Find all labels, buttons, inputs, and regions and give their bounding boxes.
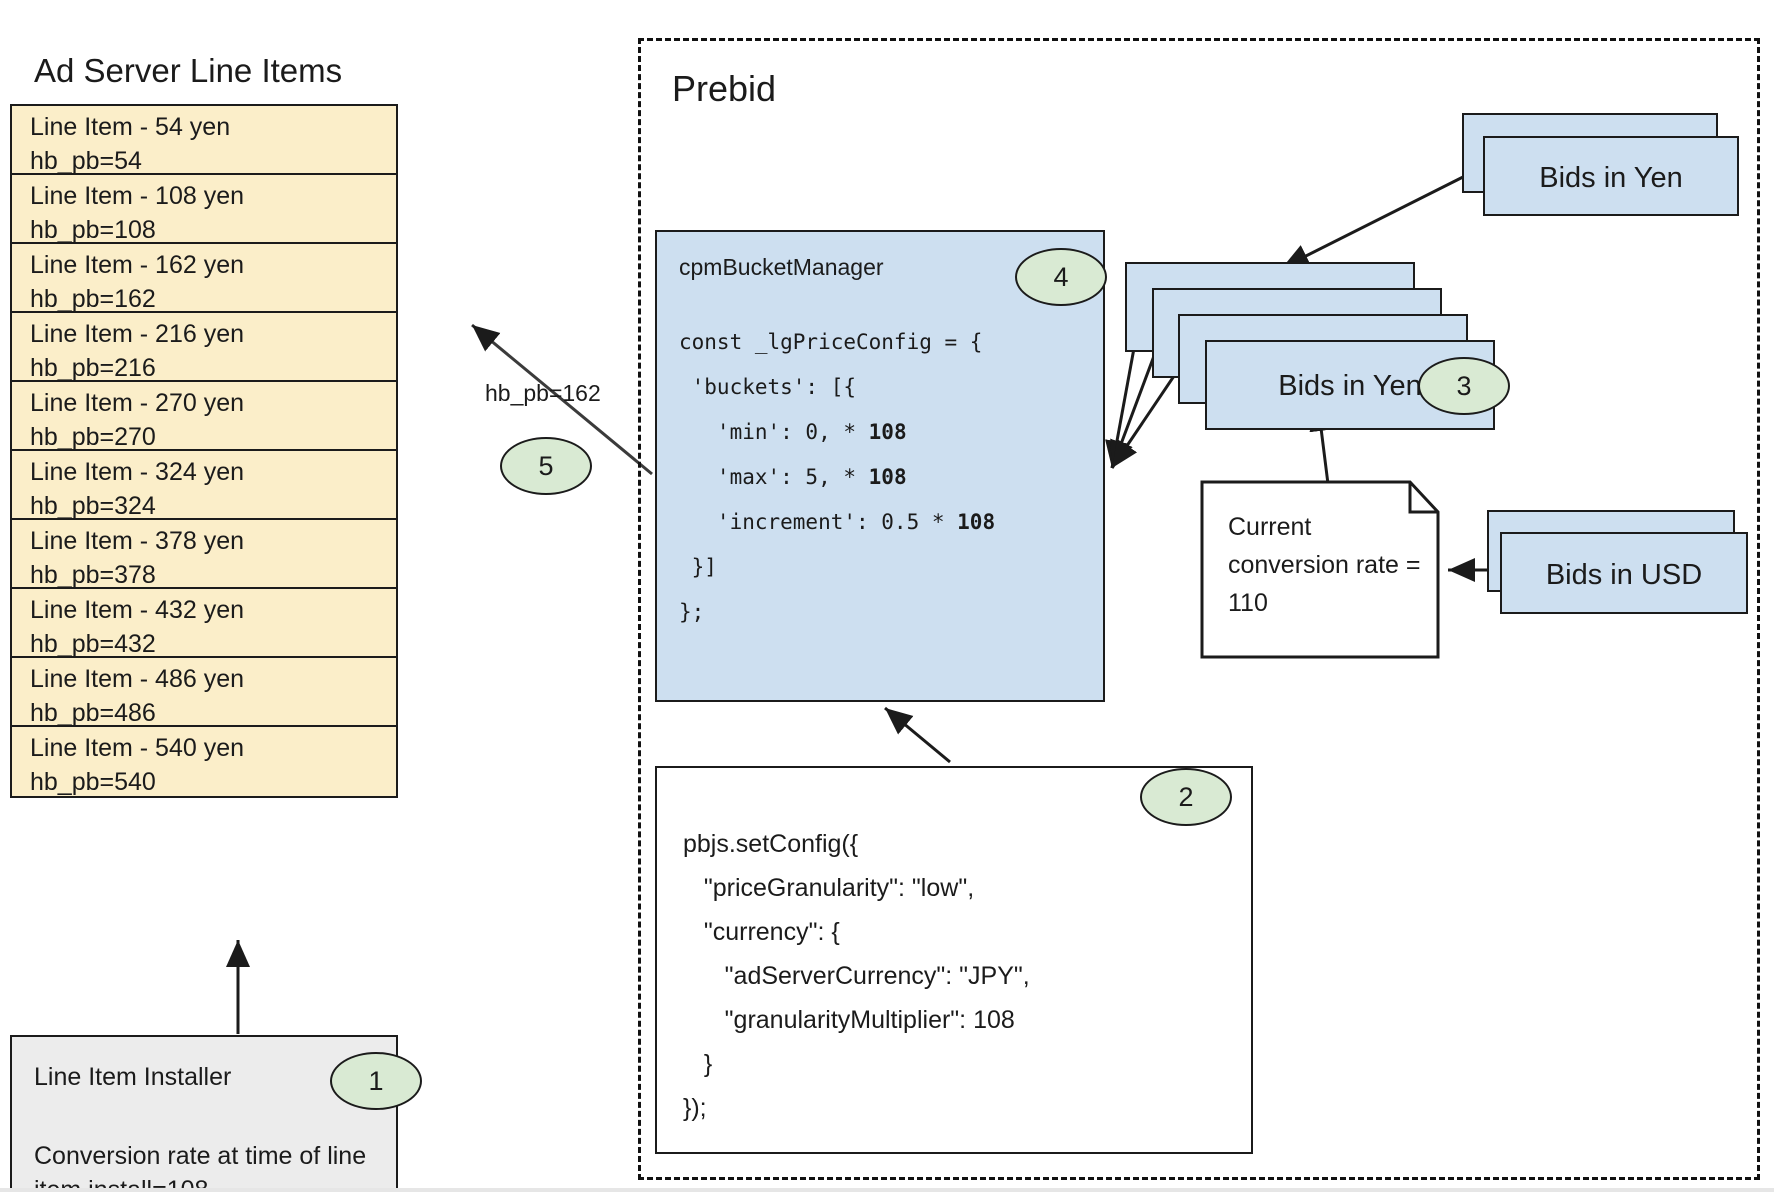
table-row[interactable]: Line Item - 432 yen hb_pb=432 (12, 589, 396, 658)
line-item-name: Line Item - 324 yen (30, 458, 245, 486)
step-badge-2: 2 (1140, 768, 1232, 826)
table-row[interactable]: Line Item - 216 yen hb_pb=216 (12, 313, 396, 382)
table-row[interactable]: Line Item - 108 yen hb_pb=108 (12, 175, 396, 244)
line-item-installer-box[interactable]: Line Item Installer Conversion rate at t… (10, 1035, 398, 1192)
step-badge-5: 5 (500, 437, 592, 495)
edge-label-hb-pb: hb_pb=162 (485, 380, 601, 406)
line-item-name: Line Item - 108 yen (30, 182, 245, 210)
ad-server-title: Ad Server Line Items (34, 52, 343, 89)
cpm-bucket-manager-code: const _lgPriceConfig = { 'buckets': [{ '… (679, 330, 996, 624)
line-item-key: hb_pb=540 (30, 768, 156, 796)
bids-in-yen-top-label: Bids in Yen (1539, 162, 1683, 194)
line-item-key: hb_pb=486 (30, 699, 156, 727)
line-item-key: hb_pb=378 (30, 561, 156, 589)
table-row[interactable]: Line Item - 162 yen hb_pb=162 (12, 244, 396, 313)
bids-in-yen-stack-card-1: Bids in Yen (1205, 340, 1495, 430)
line-item-key: hb_pb=270 (30, 423, 156, 451)
installer-title: Line Item Installer (34, 1063, 232, 1091)
set-config-code: pbjs.setConfig({ "priceGranularity": "lo… (683, 830, 1030, 1122)
step-badge-3: 3 (1418, 357, 1510, 415)
installer-note: Conversion rate at time of line item ins… (34, 1142, 367, 1192)
table-row[interactable]: Line Item - 54 yen hb_pb=54 (12, 106, 396, 175)
line-item-name: Line Item - 486 yen (30, 665, 245, 693)
bottom-divider (0, 1188, 1774, 1192)
bids-in-usd-label: Bids in USD (1545, 559, 1703, 591)
bids-in-yen-stack-label: Bids in Yen (1278, 370, 1422, 402)
conversion-rate-note: Current conversion rate = 110 (1202, 482, 1438, 657)
line-item-name: Line Item - 378 yen (30, 527, 245, 555)
table-row[interactable]: Line Item - 270 yen hb_pb=270 (12, 382, 396, 451)
bids-in-yen-card-front: Bids in Yen (1483, 136, 1739, 216)
bids-in-usd-card-front: Bids in USD (1500, 532, 1748, 614)
table-row[interactable]: Line Item - 324 yen hb_pb=324 (12, 451, 396, 520)
prebid-container (638, 38, 1760, 1180)
table-row[interactable]: Line Item - 486 yen hb_pb=486 (12, 658, 396, 727)
cpm-bucket-manager-header: cpmBucketManager (679, 254, 884, 280)
line-item-name: Line Item - 540 yen (30, 734, 245, 762)
line-item-name: Line Item - 216 yen (30, 320, 245, 348)
line-item-name: Line Item - 432 yen (30, 596, 245, 624)
table-row[interactable]: Line Item - 378 yen hb_pb=378 (12, 520, 396, 589)
step-badge-4: 4 (1015, 248, 1107, 306)
table-row[interactable]: Line Item - 540 yen hb_pb=540 (12, 727, 396, 796)
line-item-name: Line Item - 162 yen (30, 251, 245, 279)
line-item-key: hb_pb=162 (30, 285, 156, 313)
line-items-table: Line Item - 54 yen hb_pb=54 Line Item - … (10, 104, 398, 798)
line-item-key: hb_pb=108 (30, 216, 156, 244)
line-item-key: hb_pb=54 (30, 147, 142, 175)
line-item-key: hb_pb=432 (30, 630, 156, 658)
conversion-rate-note-text: Current conversion rate = 110 (1228, 513, 1421, 617)
cpm-bucket-manager-box[interactable]: cpmBucketManager const _lgPriceConfig = … (655, 230, 1105, 702)
set-config-box[interactable]: pbjs.setConfig({ "priceGranularity": "lo… (655, 766, 1253, 1154)
line-item-name: Line Item - 270 yen (30, 389, 245, 417)
line-item-key: hb_pb=324 (30, 492, 156, 520)
line-item-key: hb_pb=216 (30, 354, 156, 382)
line-item-name: Line Item - 54 yen (30, 113, 231, 141)
prebid-title: Prebid (672, 68, 777, 109)
step-badge-1: 1 (330, 1052, 422, 1110)
